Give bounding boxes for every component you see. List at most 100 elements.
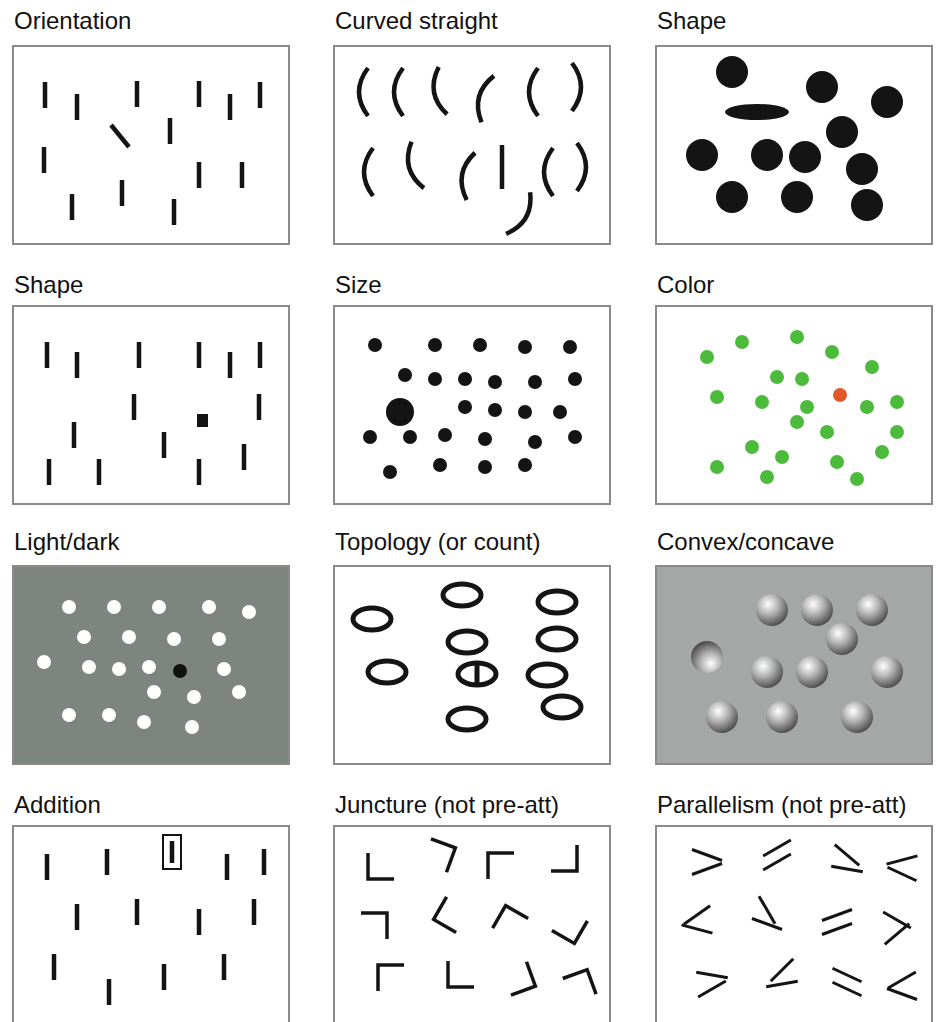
dot-mark	[212, 632, 226, 646]
stroke-mark	[242, 444, 247, 470]
corner-mark	[368, 853, 394, 879]
stroke-mark	[692, 864, 722, 875]
panel-title: Curved straight	[335, 6, 498, 36]
stroke-mark	[475, 664, 480, 684]
arc-mark	[359, 68, 368, 116]
sphere-mark	[856, 594, 888, 626]
stroke-mark	[240, 162, 245, 188]
arc-mark	[403, 142, 424, 191]
panel-illustration	[14, 307, 288, 503]
arc-mark	[458, 151, 475, 200]
square-mark	[197, 414, 208, 427]
dot-mark	[386, 398, 414, 426]
stroke-mark	[258, 342, 263, 368]
stroke-mark	[763, 840, 791, 856]
dot-mark	[760, 470, 774, 484]
dot-mark	[428, 372, 442, 386]
stroke-mark	[763, 854, 791, 870]
sphere-mark	[826, 623, 858, 655]
dot-mark	[789, 141, 821, 173]
panel-illustration	[335, 567, 609, 763]
panel: Parallelism (not pre-att)	[655, 790, 933, 1022]
stroke-mark	[162, 964, 167, 990]
stroke-mark	[75, 352, 80, 378]
panel: Shape	[12, 270, 290, 505]
panel-frame	[12, 305, 290, 505]
dot-mark	[528, 435, 542, 449]
panel: Topology (or count)	[333, 527, 611, 765]
dot-mark	[871, 86, 903, 118]
corner-mark	[502, 962, 535, 995]
stroke-mark	[70, 194, 75, 220]
dot-mark	[37, 655, 51, 669]
stroke-mark	[42, 147, 47, 173]
dot-mark	[428, 338, 442, 352]
corner-mark	[563, 970, 596, 1003]
dot-mark	[458, 372, 472, 386]
stroke-mark	[168, 118, 173, 144]
dot-mark	[781, 181, 813, 213]
arc-mark	[572, 63, 581, 111]
ring-mark	[368, 661, 406, 683]
dot-mark	[242, 605, 256, 619]
panel-title: Juncture (not pre-att)	[335, 790, 559, 820]
dot-mark	[187, 690, 201, 704]
dot-mark	[806, 71, 838, 103]
stroke-mark	[197, 342, 202, 368]
stroke-mark	[172, 199, 177, 225]
stroke-mark	[72, 422, 77, 448]
arc-mark	[364, 148, 373, 196]
panel-illustration	[335, 47, 609, 243]
stroke-mark	[111, 125, 129, 147]
dot-mark	[568, 430, 582, 444]
panel-frame	[12, 45, 290, 245]
dot-mark	[142, 660, 156, 674]
stroke-mark	[682, 925, 713, 933]
dot-mark	[846, 153, 878, 185]
ring-mark	[538, 628, 576, 650]
sphere-mark	[691, 641, 723, 673]
panel-illustration	[657, 47, 931, 243]
stroke-mark	[887, 867, 916, 881]
stroke-mark	[692, 850, 722, 861]
dot-mark	[875, 445, 889, 459]
stroke-mark	[97, 459, 102, 485]
dot-mark	[790, 330, 804, 344]
panel: Addition	[12, 790, 290, 1022]
stroke-mark	[222, 954, 227, 980]
arc-mark	[430, 67, 447, 116]
panel-illustration	[14, 827, 288, 1022]
stroke-mark	[252, 899, 257, 925]
panel-title: Convex/concave	[657, 527, 834, 557]
ring-mark	[538, 591, 576, 613]
dot-mark	[62, 600, 76, 614]
dot-mark	[850, 472, 864, 486]
stroke-mark	[771, 959, 794, 982]
panel-illustration	[657, 567, 931, 763]
dot-mark	[518, 405, 532, 419]
dot-mark	[890, 395, 904, 409]
sphere-mark	[841, 701, 873, 733]
panel-illustration	[657, 307, 931, 503]
stroke-mark	[225, 854, 230, 880]
panel-title: Size	[335, 270, 382, 300]
corner-mark	[552, 908, 588, 944]
stroke-mark	[75, 94, 80, 120]
corner-mark	[493, 906, 529, 942]
dot-mark	[77, 630, 91, 644]
stroke-mark	[170, 841, 175, 863]
panel-title: Parallelism (not pre-att)	[657, 790, 906, 820]
dot-mark	[232, 685, 246, 699]
panel: Convex/concave	[655, 527, 933, 765]
stroke-mark	[887, 989, 917, 1000]
stroke-mark	[500, 145, 505, 189]
stroke-mark	[698, 981, 726, 997]
dot-mark	[82, 660, 96, 674]
dot-mark	[167, 632, 181, 646]
panel-illustration	[14, 47, 288, 243]
stroke-mark	[228, 352, 233, 378]
stroke-mark	[887, 856, 918, 864]
ring-mark	[443, 584, 481, 606]
ring-mark	[543, 696, 581, 718]
